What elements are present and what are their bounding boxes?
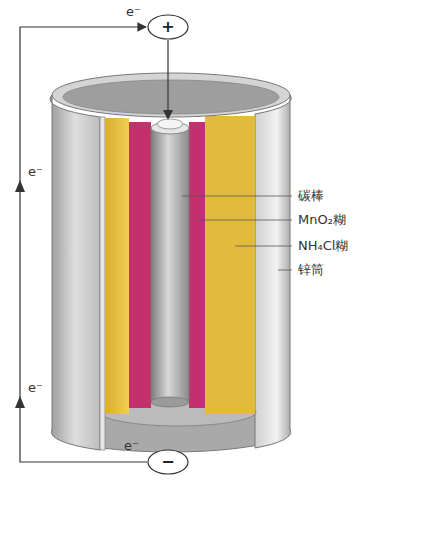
electron-label: e⁻ xyxy=(124,438,139,454)
electron-label: e⁻ xyxy=(126,4,141,20)
terminal-ellipse: + xyxy=(147,14,189,40)
electron-label: e⁻ xyxy=(28,164,43,180)
part-label: MnO₂糊 xyxy=(298,212,346,228)
electron-label: e⁻ xyxy=(28,380,43,396)
electron-wire xyxy=(20,27,147,462)
part-label: 碳棒 xyxy=(298,188,324,204)
terminal-ellipse: − xyxy=(147,449,189,475)
part-label: 锌筒 xyxy=(298,262,324,278)
terminal-sign: − xyxy=(161,454,174,470)
part-label: NH₄Cl糊 xyxy=(298,238,348,254)
terminal-sign: + xyxy=(161,19,174,35)
